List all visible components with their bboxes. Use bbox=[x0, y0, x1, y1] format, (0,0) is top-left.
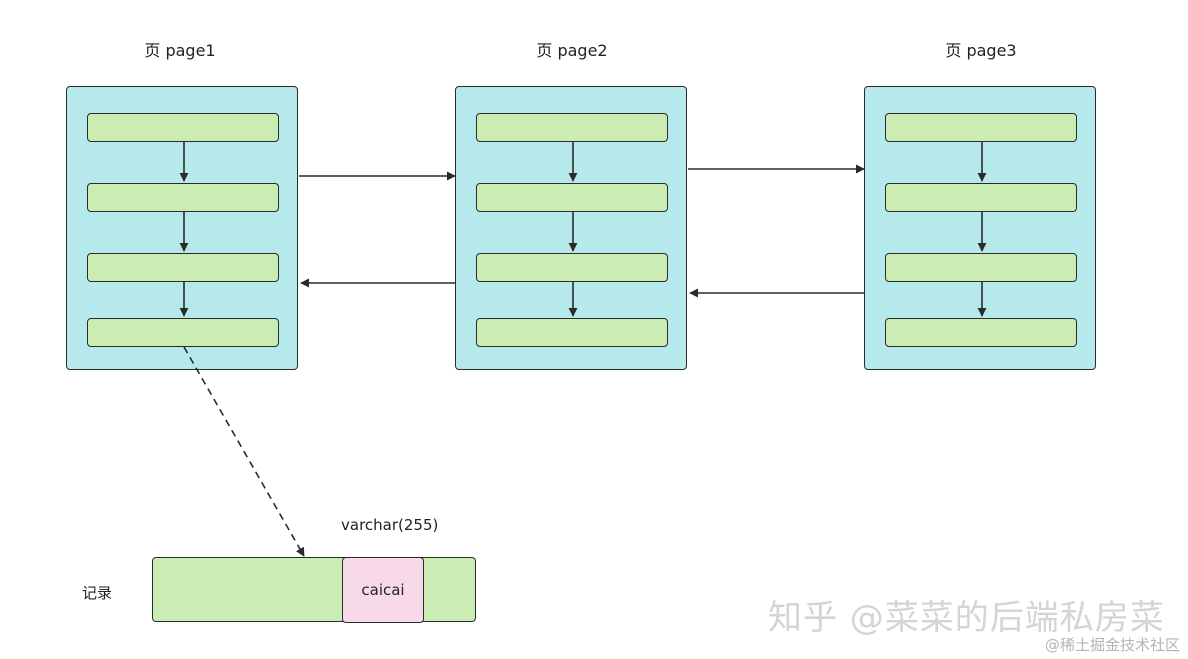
page3-record-1 bbox=[885, 113, 1077, 142]
page3-record-2 bbox=[885, 183, 1077, 212]
record-bar bbox=[152, 557, 476, 622]
page1-record-4 bbox=[87, 318, 279, 347]
page2-box bbox=[455, 86, 687, 370]
varchar-label: varchar(255) bbox=[341, 516, 439, 534]
page3-label: 页 page3 bbox=[945, 41, 1017, 60]
record-label: 记录 bbox=[82, 584, 113, 602]
varchar-field: caicai bbox=[342, 557, 424, 623]
page2-label: 页 page2 bbox=[536, 41, 608, 60]
page3-record-4 bbox=[885, 318, 1077, 347]
page1-record-3 bbox=[87, 253, 279, 282]
page2-record-2 bbox=[476, 183, 668, 212]
page2-record-4 bbox=[476, 318, 668, 347]
page2-record-3 bbox=[476, 253, 668, 282]
page3-box bbox=[864, 86, 1096, 370]
page1-label: 页 page1 bbox=[144, 41, 216, 60]
varchar-field-value: caicai bbox=[361, 581, 405, 599]
record-detail-dashed-arrow bbox=[183, 346, 305, 557]
page1-record-2 bbox=[87, 183, 279, 212]
zhihu-watermark: 知乎 @菜菜的后端私房菜 bbox=[768, 598, 1165, 638]
page1-record-1 bbox=[87, 113, 279, 142]
juejin-watermark: @稀土掘金技术社区 bbox=[1044, 636, 1180, 654]
page3-record-3 bbox=[885, 253, 1077, 282]
page2-record-1 bbox=[476, 113, 668, 142]
page1-box bbox=[66, 86, 298, 370]
